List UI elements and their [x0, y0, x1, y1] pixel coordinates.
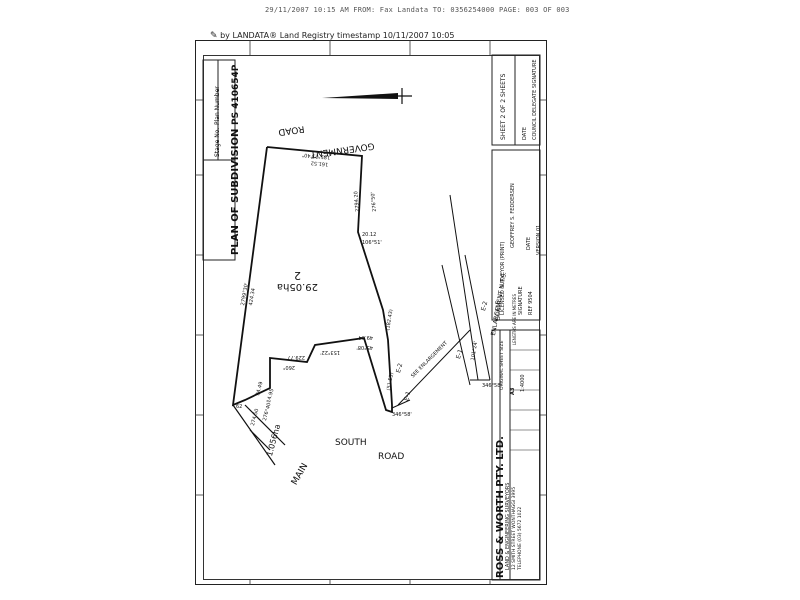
dim-b17: 346°58' — [482, 383, 502, 389]
title-block-lines — [202, 59, 236, 261]
landata-text: by LANDATA® Land Registry timestamp 10/1… — [220, 31, 455, 40]
lot-2-boundary — [231, 146, 393, 414]
dim-b5: 49.04 — [358, 334, 373, 340]
small-lot-lines — [232, 404, 286, 466]
plan-number: PS 410654P — [231, 64, 241, 125]
right-block-lines — [491, 54, 541, 581]
dim-b3: 20.12 — [362, 232, 377, 238]
landata-timestamp: ✎ by LANDATA® Land Registry timestamp 10… — [210, 31, 454, 41]
firm-sub: LAND & ENGINEERING SURVEYORS — [505, 482, 511, 570]
road-south: SOUTH — [335, 438, 367, 448]
dim-b11: 62 — [236, 404, 243, 410]
dim-b6: 153°22' — [320, 349, 340, 355]
dim-b3-bear: 106°51' — [362, 240, 382, 246]
sheet-frame — [195, 40, 547, 585]
scale-grid — [510, 349, 540, 451]
pen-icon: ✎ — [210, 31, 218, 41]
fax-header: 29/11/2007 10:15 AM FROM: Fax Landata TO… — [265, 6, 570, 14]
sheet-size: A3 — [510, 387, 516, 395]
north-arrow — [322, 88, 412, 104]
lot-area: 29.05ha — [276, 281, 318, 292]
plan-number-label: Plan Number — [214, 86, 221, 125]
dim-b5-bear: 45°08' — [356, 344, 373, 350]
surveyor-signature-label: SIGNATURE — [518, 286, 524, 315]
firm-address-2: TELEPHONE (03) 5672 1022 — [518, 506, 523, 570]
plan-title: PLAN OF SUBDIVISION — [230, 128, 241, 255]
enlargement-lines — [391, 194, 491, 409]
dim-b6-len: 229.77 — [287, 354, 306, 360]
scale-ratio: 1:4000 — [520, 374, 526, 392]
frame-ticks — [195, 40, 547, 585]
sheet-text: SHEET 2 OF 2 SHEETS — [500, 73, 507, 140]
road-bottom: ROAD — [378, 452, 405, 462]
lengths-note: LENGTHS ARE IN METRES — [512, 294, 517, 345]
dim-b13: 346°58' — [392, 412, 412, 418]
stage-label: Stage No. — [214, 127, 221, 157]
sheet-date-label: DATE — [522, 126, 528, 140]
ref-label: REF 9504 — [528, 291, 534, 315]
dim-b7: 260° — [282, 364, 295, 370]
council-signature-label: COUNCIL DELEGATE SIGNATURE — [532, 59, 538, 140]
firm-address-1: 12 SMITH STREET WONTHAGGI 3995 — [512, 486, 517, 570]
surveyor-name: GEOFFREY S. FEDDERSEN — [510, 183, 516, 248]
version: VERSION 01 — [536, 224, 542, 255]
surveyor-date-label: DATE — [526, 236, 532, 250]
